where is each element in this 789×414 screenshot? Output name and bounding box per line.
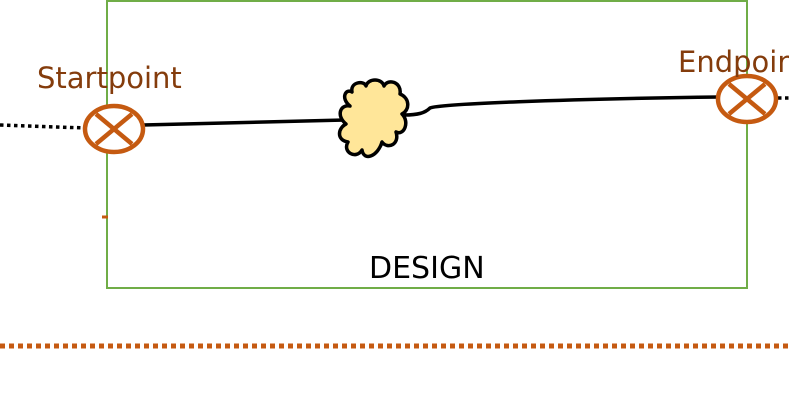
cloud-icon <box>337 78 410 159</box>
endpoint-label: Endpoint <box>678 48 789 77</box>
design-box <box>106 0 748 289</box>
start-marker-x-circle-icon <box>82 103 146 155</box>
startpoint-label: Startpoint <box>37 61 182 95</box>
connector-line-right <box>403 95 721 117</box>
design-box-label: DESIGN <box>369 251 485 286</box>
connector-line-left <box>142 118 346 127</box>
end-marker-x-circle-icon <box>715 73 779 125</box>
incoming-dotted-line <box>0 123 87 130</box>
